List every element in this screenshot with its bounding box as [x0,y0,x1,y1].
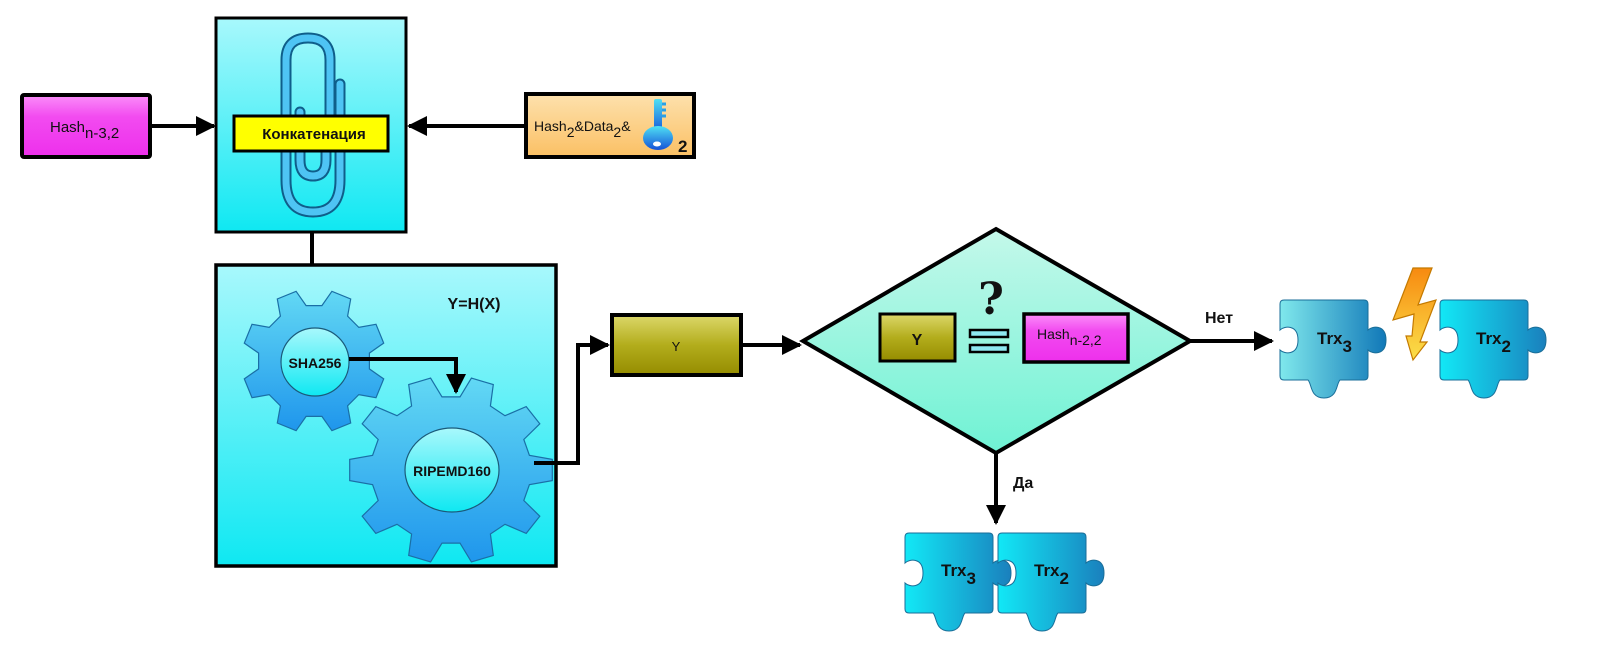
current-data-box: Hash2&Data2& 2 [524,92,696,159]
no-trx3-subscript: 3 [1343,337,1352,356]
svg-text:Hashn-3,2: Hashn-3,2 [50,119,119,142]
svg-text:Trx2: Trx2 [1034,561,1069,588]
prev-hash-subscript: n-3,2 [85,125,119,142]
yes-trx3-subscript: 3 [967,569,976,588]
svg-text:Trx2: Trx2 [1476,329,1511,356]
no-trx2-subscript: 2 [1502,337,1511,356]
no-trx2-label: Trx [1476,329,1502,348]
yes-branch-label: Да [1013,475,1033,492]
current-hash-label: Hash [534,118,567,134]
concat-label-box [232,114,390,153]
decision-right-label: Hash [1037,326,1070,342]
svg-text:Trx3: Trx3 [941,561,976,588]
current-data-label: Data [584,118,614,134]
concat-label: Конкатенация [262,126,366,143]
concat-box: Конкатенация [214,16,408,234]
current-hash-subscript: 2 [567,124,575,140]
svg-text:Trx3: Trx3 [1317,329,1352,356]
svg-text:Hash2&Data2&: Hash2&Data2& [534,118,631,140]
sha256-label: SHA256 [289,355,342,371]
svg-text:Hashn-2,2: Hashn-2,2 [1037,326,1102,348]
equals-icon [968,328,1010,354]
ripemd160-label: RIPEMD160 [413,463,491,479]
arrow-sha256-to-ripemd160 [349,357,466,394]
gear-icon-ripemd160: RIPEMD160 [349,377,553,563]
key-subscript: 2 [678,137,687,156]
yes-trx2-label: Trx [1034,561,1060,580]
amp-2: & [621,118,631,134]
gear-icon-sha256: SHA256 [243,290,385,432]
lightning-bolt-icon [1392,267,1437,362]
amp-1: & [574,118,584,134]
prev-hash-box: Hashn-3,2 [20,93,152,159]
decision-right-subscript: n-2,2 [1070,332,1102,348]
puzzle-piece-trx3-broken: Trx3 [1279,299,1387,399]
question-mark: ? [978,274,1004,325]
current-data-subscript: 2 [613,124,621,140]
hash-function-box: Y=H(X) SHA256 RIPEMD160 [214,263,558,568]
no-trx3-label: Trx [1317,329,1343,348]
result-label: Y [672,339,681,354]
yes-trx3-label: Trx [941,561,967,580]
decision-diamond: ? Y Hashn-2,2 [799,226,1195,456]
no-branch-label: Нет [1205,310,1233,327]
puzzle-piece-trx2-joined: Trx2 [997,532,1105,632]
result-box: Y [610,313,743,377]
decision-left-label: Y [912,332,923,349]
yes-trx2-subscript: 2 [1060,569,1069,588]
puzzle-piece-trx3-joined: Trx3 [904,532,1012,632]
key-icon [643,99,673,150]
puzzle-piece-trx2-broken: Trx2 [1439,299,1547,399]
hash-formula: Y=H(X) [448,296,501,313]
arrow-ripemd160-to-result [534,335,610,465]
prev-hash-label: Hash [50,119,85,136]
